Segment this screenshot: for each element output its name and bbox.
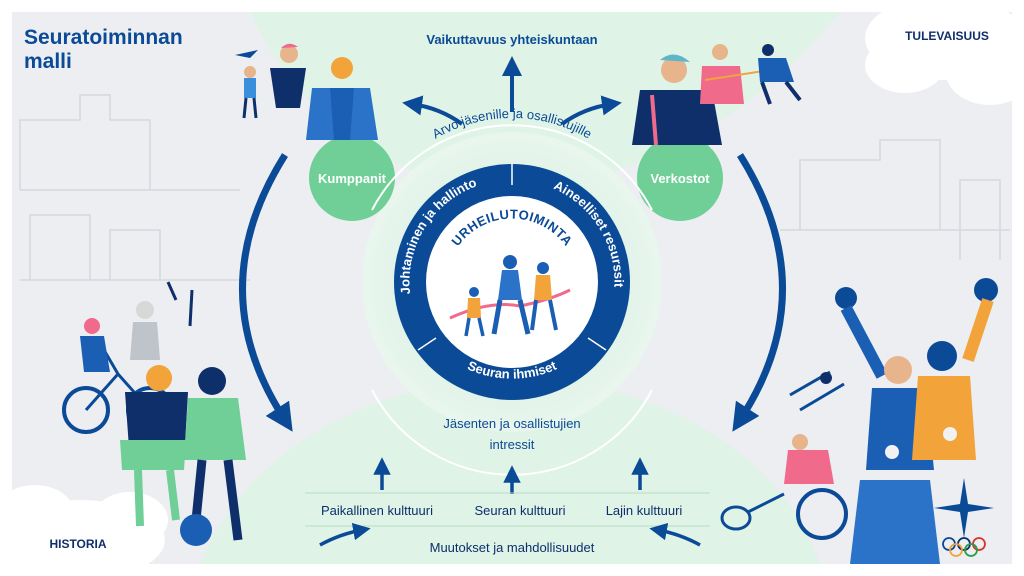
sport-culture-label: Lajin kulttuuri <box>606 503 683 518</box>
title-line-2: malli <box>24 50 72 73</box>
history-cloud <box>0 485 168 576</box>
partners-label: Kumppanit <box>318 171 387 186</box>
future-cloud <box>865 0 1024 105</box>
club-culture-label: Seuran kulttuuri <box>474 503 565 518</box>
runners-illustration <box>449 255 571 337</box>
ring-divider-left <box>417 337 437 351</box>
bottom-label: Muutokset ja mahdollisuudet <box>430 540 595 555</box>
background-buildings-left <box>19 94 250 281</box>
networks-circle <box>637 135 723 221</box>
lower-left-arrow <box>319 522 371 547</box>
partners-circle <box>309 135 395 221</box>
left-side-arc-arrow <box>239 153 293 432</box>
top-mint-band <box>250 12 840 190</box>
value-ring-divider <box>371 124 653 211</box>
illustration-top-right-people <box>632 44 802 146</box>
top-label: Vaikuttavuus yhteiskuntaan <box>426 32 597 47</box>
upper-left-arrow <box>402 95 464 126</box>
future-label: TULEVAISUUS <box>905 29 989 43</box>
ring-divider-right <box>587 337 607 351</box>
interests-line-1: Jäsenten ja osallistujien <box>443 416 580 431</box>
networks-label: Verkostot <box>650 171 710 186</box>
illustration-top-left-people <box>235 43 378 140</box>
right-side-arc-arrow <box>732 153 786 432</box>
illustration-right-athletes <box>720 278 998 564</box>
interests-line-2: intressit <box>490 437 535 452</box>
olympic-committee-logo <box>934 478 994 557</box>
background-buildings-right <box>780 139 1010 260</box>
upper-right-arrow <box>560 95 622 126</box>
title-line-1: Seuratoiminnan <box>24 26 183 49</box>
history-label: HISTORIA <box>49 537 106 551</box>
illustration-left-athletes <box>62 281 246 546</box>
local-culture-label: Paikallinen kulttuuri <box>321 503 433 518</box>
lower-right-arrow <box>649 522 701 547</box>
